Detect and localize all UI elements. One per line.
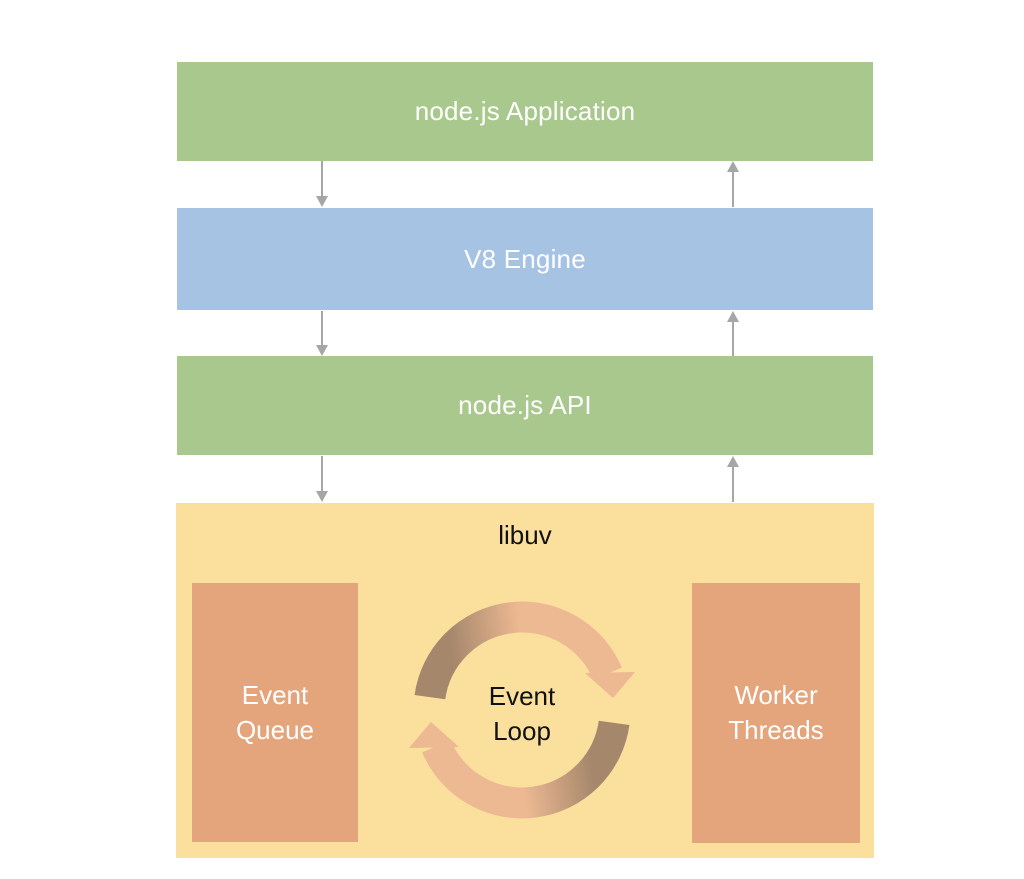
libuv-label: libuv (498, 520, 552, 550)
layer-node-app-label: node.js Application (414, 96, 636, 126)
loop-arc-bottom (422, 720, 630, 819)
arrow-api-to-v8-icon (727, 311, 739, 356)
loop-arrowhead-left (409, 722, 459, 748)
arrow-app-to-v8-icon (316, 161, 328, 207)
arrow-libuv-to-api-icon (727, 456, 739, 502)
arrow-v8-to-api-icon (316, 311, 328, 356)
layer-node-api: node.js API (177, 356, 873, 455)
libuv-container: libuv Event Queue (176, 503, 874, 858)
layer-node-api-label: node.js API (458, 390, 592, 420)
event-loop-cycle-icon (409, 601, 635, 819)
layer-v8-engine-label: V8 Engine (464, 243, 586, 274)
event-loop-label: Event Loop (447, 679, 597, 749)
worker-threads-box: Worker Threads (692, 583, 860, 843)
event-loop-label-line1: Event (488, 681, 556, 711)
event-queue-box: Event Queue (192, 583, 358, 842)
worker-threads-label-line1: Worker (734, 680, 818, 710)
layer-node-app: node.js Application (177, 62, 873, 161)
event-loop-label-line2: Loop (493, 716, 551, 746)
layer-v8-engine: V8 Engine (177, 208, 873, 310)
event-queue-label-line2: Queue (235, 714, 315, 745)
event-queue-label-line1: Event (241, 679, 309, 710)
loop-arc-top (414, 601, 622, 700)
loop-arrowhead-right (585, 672, 635, 698)
arrow-v8-to-app-icon (727, 161, 739, 207)
worker-threads-label-line2: Threads (728, 715, 824, 745)
arrow-api-to-libuv-icon (316, 456, 328, 502)
